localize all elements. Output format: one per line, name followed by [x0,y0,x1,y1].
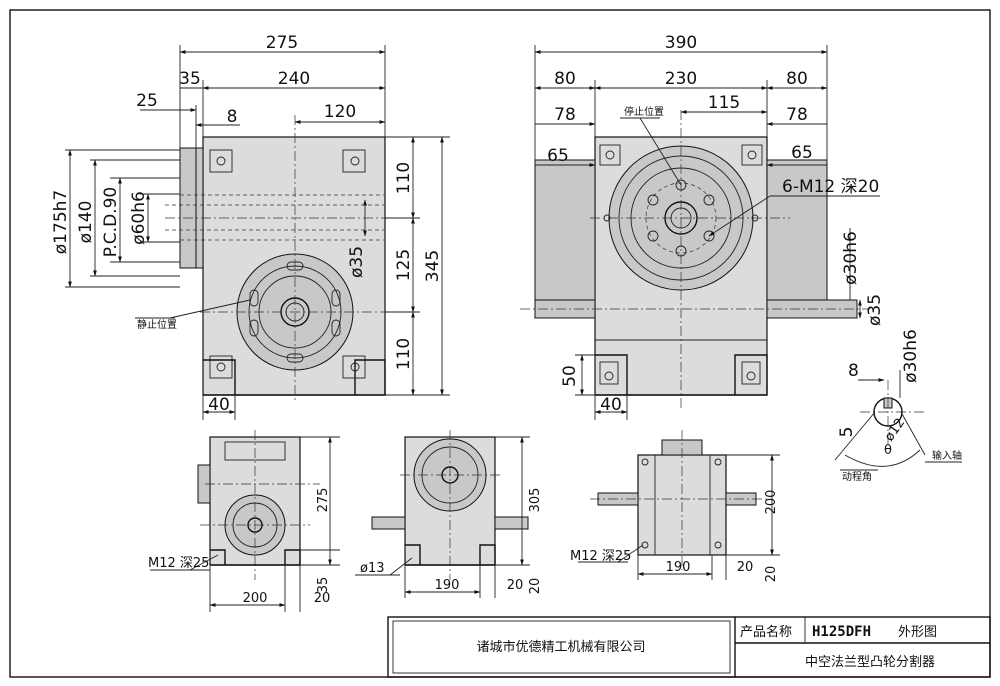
input-shaft-right [766,159,828,301]
thread-m12-1: M12 深25 [148,556,209,571]
dim-110-a: 110 [394,162,414,194]
theta-label: θ [884,443,892,458]
dim-20-3v: 20 [764,566,779,583]
dim-78-b: 78 [786,105,808,125]
dim-80-b: 80 [786,69,808,89]
product-name-label: 产品名称 [740,624,792,640]
dim-d30-detail: ø30h6 [901,329,921,383]
dim-390: 390 [665,33,697,53]
dim-20-2v: 20 [528,578,543,595]
company-name: 诸城市优德精工机械有限公司 [476,639,645,655]
thread-callout: 6-M12 深20 [782,177,879,197]
dim-125: 125 [394,249,414,281]
stop-position-label: 静止位置 [137,318,177,331]
dim-115: 115 [708,93,740,113]
top-right-view: 390 80 230 80 78 115 78 65 65 6-M12 深20 … [520,33,885,420]
dim-8: 8 [227,107,238,127]
dim-d13: ø13 [360,561,385,576]
dim-78-a: 78 [554,105,576,125]
dim-120: 120 [324,102,356,122]
dim-d35: ø35 [347,246,367,278]
dim-d35-r: ø35 [865,294,885,326]
dim-25: 25 [136,91,158,111]
dim-50: 50 [560,365,580,387]
dim-d175: ø175h7 [51,190,71,254]
dim-20-2: 20 [507,578,524,593]
dim-65-b: 65 [791,143,813,163]
dim-240: 240 [278,69,310,89]
dim-d60: ø60h6 [129,191,149,245]
dim-d30h6: ø30h6 [841,231,861,285]
dim-35: 35 [179,69,201,89]
dim-40-r: 40 [600,395,622,415]
top-left-view: 275 240 35 25 8 120 110 125 110 345 ø35 [51,33,450,420]
input-shaft-left [534,159,596,301]
dim-200-3: 200 [764,490,779,515]
dim-d12-detail: ø12 [882,416,908,445]
title-block: 诸城市优德精工机械有限公司 产品名称 H125DFH 外形图 中空法兰型凸轮分割… [387,616,991,678]
small-view-1: 275 35 M12 深25 200 20 [148,430,340,612]
model-number: H125DFH [812,624,871,640]
dim-40: 40 [208,395,230,415]
dim-275: 275 [266,33,298,53]
thread-m12-3: M12 深25 [570,549,631,564]
dim-20-small: 20 [314,591,331,606]
shaft-detail: 8 5 ø30h6 ø12 θ 动程角 输入轴 [834,329,962,483]
dim-80-a: 80 [554,69,576,89]
dim-d140: ø140 [76,201,96,244]
stop-position-label-r: 停止位置 [624,105,664,118]
dim-230: 230 [665,69,697,89]
small-view-2: 305 ø13 190 20 20 [355,430,543,598]
small-view-3: 200 M12 深25 190 20 20 [570,430,780,582]
dim-5-detail: 5 [837,427,857,438]
dim-8-detail: 8 [848,361,859,381]
dim-190-2: 190 [435,578,460,593]
view-name: 外形图 [898,625,937,640]
dim-190-3: 190 [666,560,691,575]
dim-35-small: 35 [316,577,331,594]
dim-110-b: 110 [394,338,414,370]
dim-65-a: 65 [547,146,569,166]
dim-pcd: P.C.D.90 [101,187,121,257]
product-description: 中空法兰型凸轮分割器 [805,654,935,670]
dim-305: 305 [528,488,543,513]
drive-angle-label: 动程角 [842,471,872,483]
dim-345: 345 [423,250,443,282]
dim-200-small: 200 [243,591,268,606]
dim-20-3: 20 [737,560,754,575]
dim-275-small: 275 [316,488,331,513]
input-shaft-label: 输入轴 [932,449,962,462]
